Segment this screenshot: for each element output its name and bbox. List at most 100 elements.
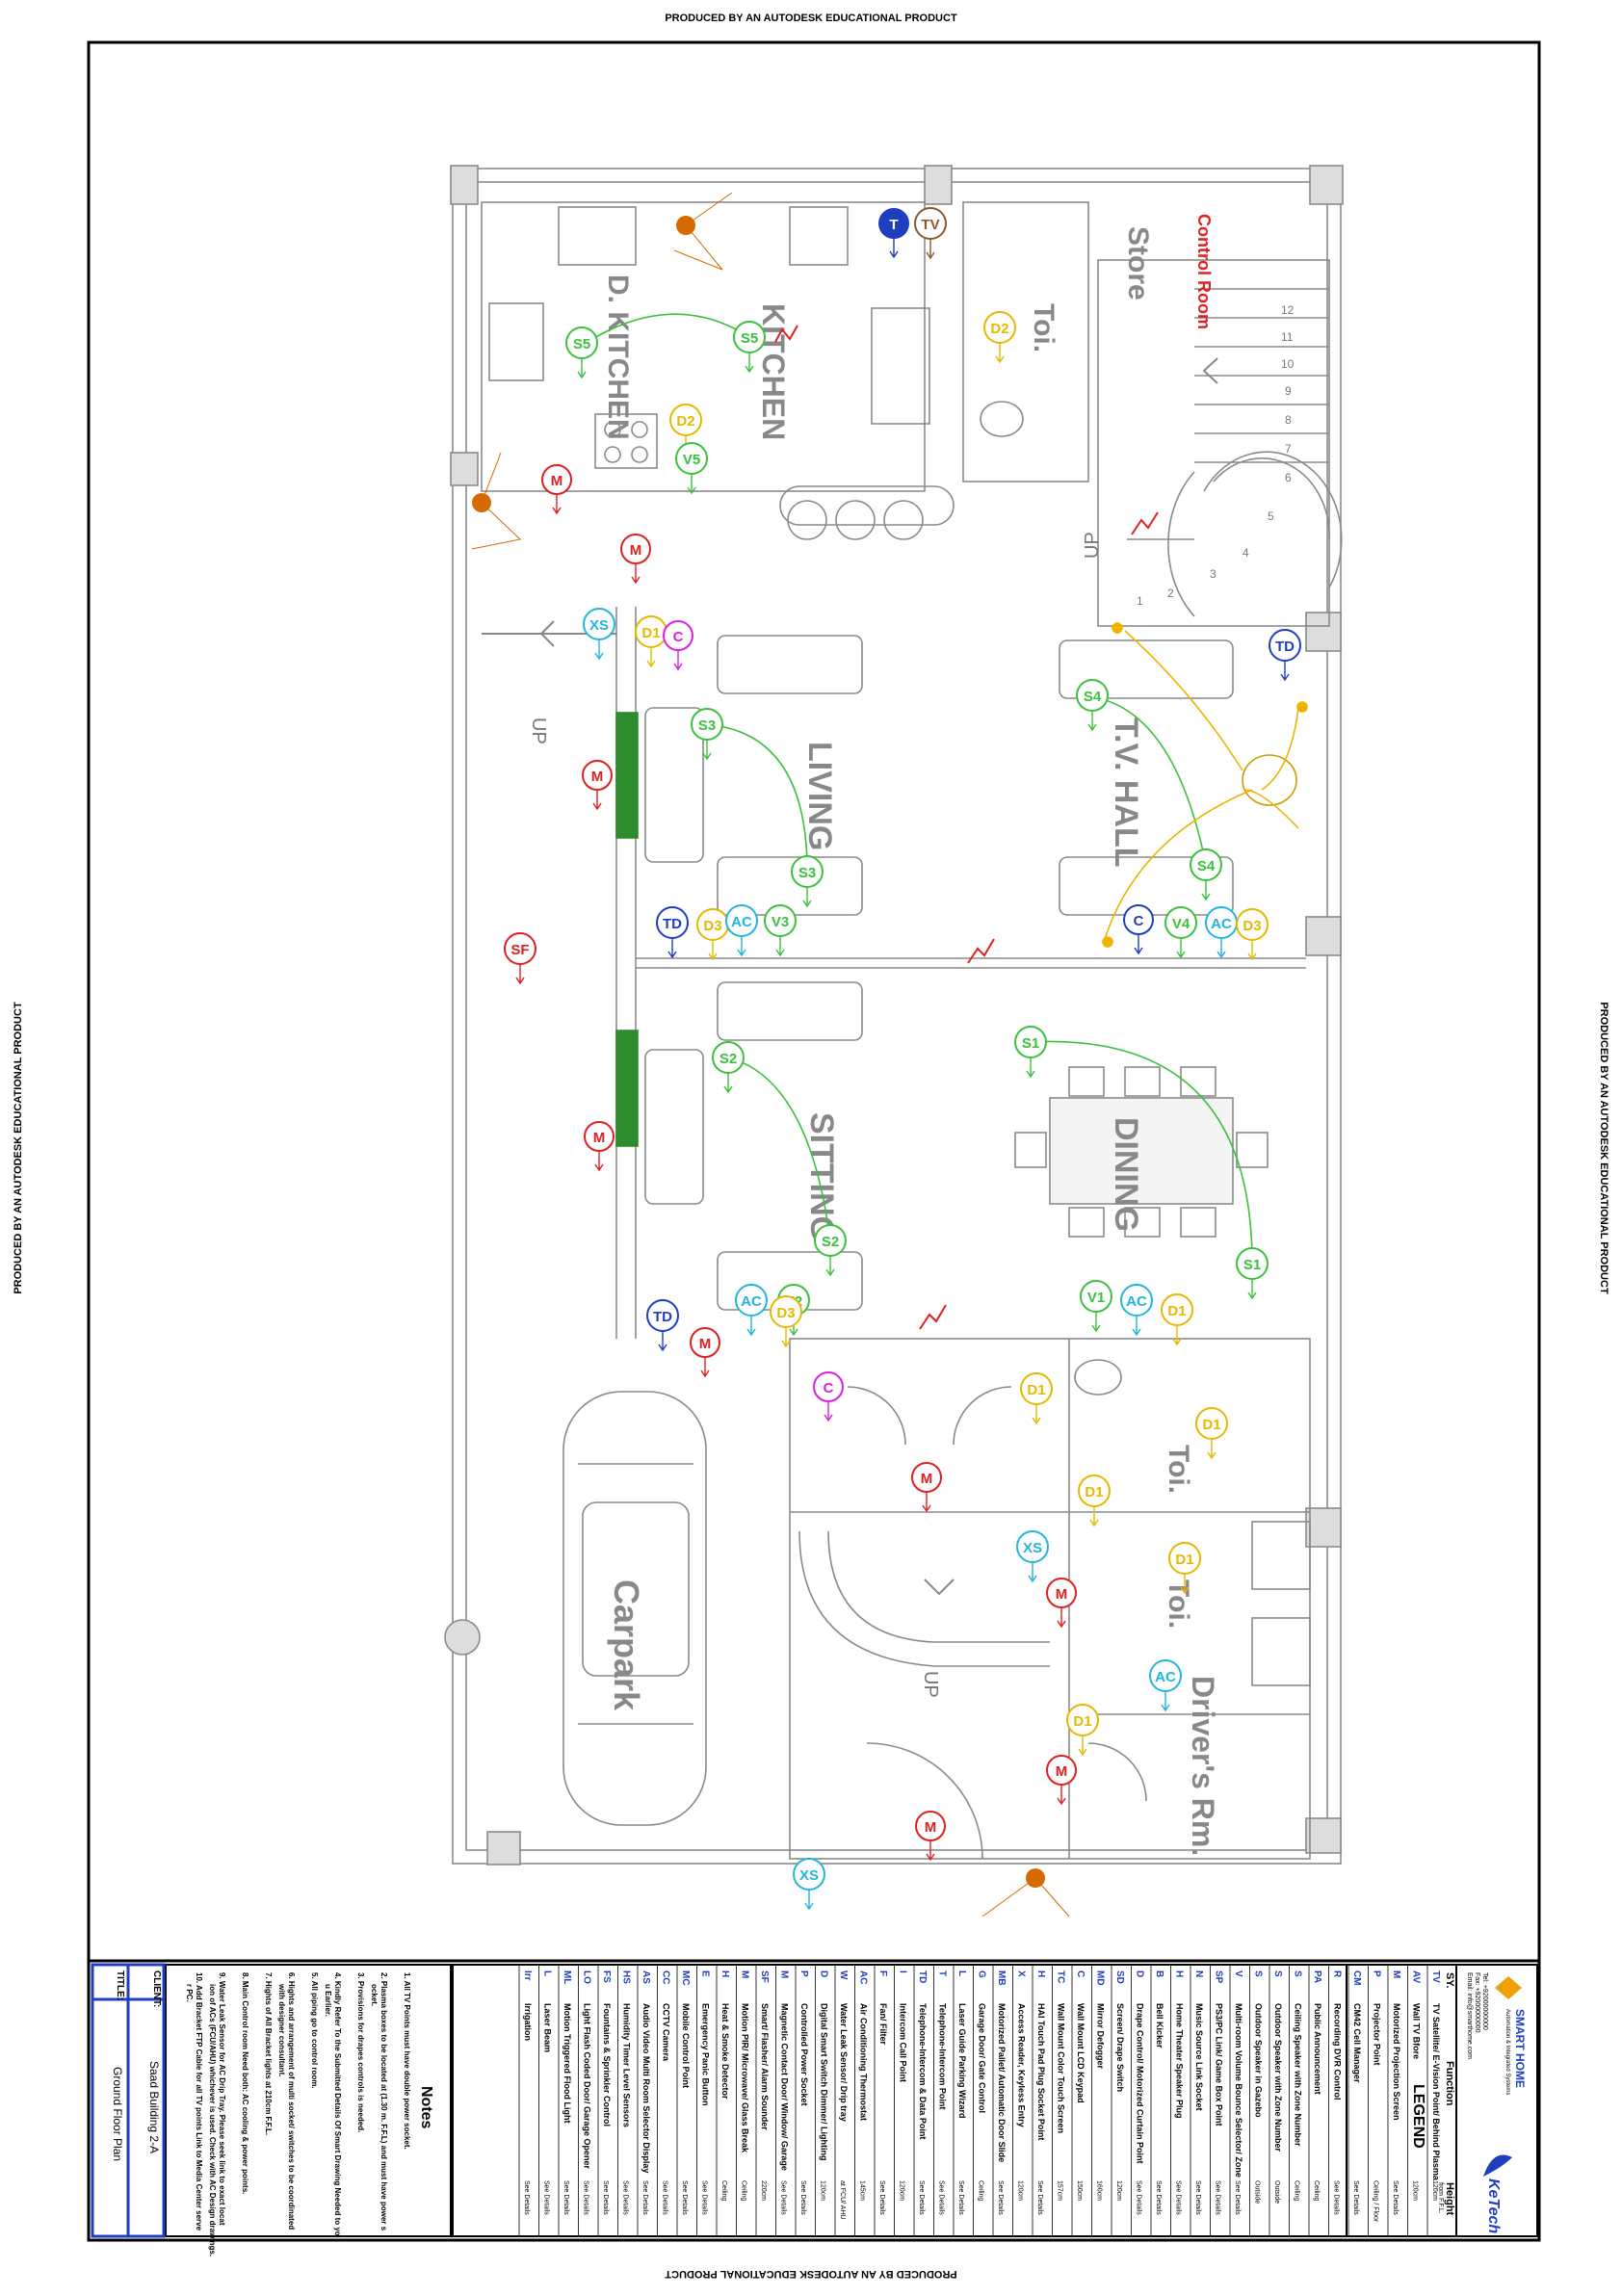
signal-arrow-icon (922, 1492, 931, 1513)
legend-symbol: I (898, 1970, 908, 1973)
legend-function: Garage Door/ Gate Control (978, 2003, 987, 2113)
signal-arrow-icon (1078, 1735, 1087, 1757)
control-symbol-s2: S2 (814, 1224, 847, 1277)
legend-symbol: T (937, 1970, 948, 1976)
legend-symbol: PA (1312, 1970, 1322, 1983)
legend-height: See Details (918, 2180, 925, 2215)
control-symbol-d1: D1 (1020, 1372, 1053, 1425)
signal-arrow-icon (1091, 1312, 1101, 1333)
control-symbol-label: AC (1126, 1293, 1147, 1310)
control-symbol-label: D3 (703, 918, 721, 934)
inner-wall-line (465, 181, 1328, 1851)
legend-symbol: X (1016, 1970, 1027, 1977)
company-block (1455, 1964, 1538, 2237)
drawing-frame (87, 40, 1541, 2242)
control-symbol-label: V4 (1172, 916, 1190, 932)
room-label-sitting: SITTING (803, 1112, 840, 1241)
legend-symbol: MB (996, 1970, 1007, 1986)
note-item: 3. Provisions for drapes controls is nee… (356, 1972, 365, 2132)
signal-arrow-icon (646, 647, 656, 668)
legend-function: CCTV Camera (662, 2003, 671, 2062)
legend-symbol: E (700, 1970, 711, 1977)
wash-basin (980, 401, 1024, 437)
legend-symbol: P (1372, 1970, 1382, 1977)
driveway-curve (798, 1530, 1050, 1667)
legend-function: Telephone-Intercom & Data Point (918, 2003, 928, 2139)
legend-symbol: F (877, 1970, 888, 1976)
legend-function: Wall Mount Color Touch Screen (1057, 2003, 1066, 2133)
legend-symbol: AC (858, 1970, 869, 1984)
chair (1124, 1207, 1161, 1238)
signal-arrow-icon (667, 938, 677, 959)
signal-arrow-icon (775, 936, 785, 957)
legend-symbol: AS (641, 1970, 651, 1984)
sofa (644, 1049, 704, 1205)
lower-rooms (789, 1338, 1311, 1860)
signal-arrow-icon (702, 740, 712, 761)
legend-function: Wall Mount LCD Keypad (1076, 2003, 1086, 2103)
planter (615, 712, 639, 839)
legend-height: See Details (622, 2180, 629, 2215)
wc (1251, 1521, 1311, 1590)
control-symbol-label: C (824, 1380, 834, 1396)
legend-function: Mirror Defogger (1096, 2003, 1106, 2070)
legend-symbol: CM (1351, 1970, 1362, 1986)
burner (631, 421, 648, 438)
signal-arrow-icon (1176, 938, 1186, 959)
control-symbol-d2: D2 (669, 404, 702, 457)
control-symbol-label: M (921, 1471, 933, 1487)
control-symbol-label: TV (921, 217, 939, 233)
control-symbol-v5: V5 (675, 442, 708, 495)
watermark-left: PRODUCED BY AN AUTODESK EDUCATIONAL PROD… (13, 1002, 24, 1294)
control-symbol-label: TD (1275, 639, 1295, 655)
legend-function: Drape Control/ Motorized Curtain Point (1136, 2003, 1145, 2164)
legend-symbol: M (740, 1970, 750, 1978)
control-symbol-m: M (1046, 1755, 1077, 1806)
signal-arrow-icon (1057, 1607, 1066, 1629)
note-item: 10. Add Bracket FTP Cable for all TV poi… (195, 1972, 203, 2231)
room-label-toilet: Toi. (1163, 1579, 1194, 1629)
control-symbol-label: V5 (683, 452, 700, 468)
legend-function: Light Flash Coded Door/ Garage Opener (583, 2003, 592, 2170)
legend-symbol: M (779, 1970, 790, 1978)
control-symbol-c: C (1123, 904, 1154, 955)
legend-height: See Details (1136, 2180, 1142, 2215)
fire-alarm-markers (774, 325, 1159, 1330)
control-symbol-d3: D3 (696, 908, 729, 961)
stove (594, 413, 658, 469)
legend-height: 220cm (760, 2180, 767, 2201)
up-arrows (482, 357, 1218, 1596)
control-symbol-m: M (915, 1811, 946, 1862)
room-label-tv-hall: T.V. HALL (1108, 718, 1144, 868)
control-symbol-label: D1 (1027, 1382, 1045, 1398)
control-symbol-label: D1 (1175, 1552, 1193, 1568)
legend-function: Magnetic Contact Door/ Window/ Garage (780, 2003, 790, 2171)
signal-arrow-icon (1032, 1404, 1041, 1425)
control-symbol-m: M (541, 464, 572, 515)
stair-well (1097, 259, 1330, 627)
legend-symbol: V (1233, 1970, 1243, 1977)
legend-symbol: ML (562, 1970, 572, 1984)
stair-number: 6 (1285, 471, 1292, 484)
burner (631, 446, 648, 463)
notes-block: 1. All TV Points must have double power … (165, 1964, 452, 2257)
legend-height: 120cm (820, 2180, 826, 2201)
drain (444, 1619, 481, 1656)
signal-arrow-icon (781, 1327, 791, 1348)
control-symbol-label: M (591, 769, 604, 785)
stool (787, 500, 827, 540)
legend-symbol: FS (601, 1970, 612, 1983)
control-symbol-xs: XS (1016, 1530, 1049, 1583)
control-symbol-label: D3 (1243, 918, 1261, 934)
legend-height: See Details (701, 2180, 708, 2215)
legend-height: Outside (1254, 2180, 1261, 2204)
legend-symbol: MC (680, 1970, 691, 1986)
column (486, 1831, 521, 1866)
legend-function: Intercom Call Point (899, 2003, 908, 2082)
exterior-light (471, 192, 1070, 1918)
legend-col-height: Height (1444, 2182, 1455, 2216)
control-symbol-label: C (673, 629, 684, 645)
chair (1014, 1132, 1047, 1168)
legend-height: See Details (1155, 2180, 1162, 2215)
legend-function: Fan/ Filter (878, 2003, 888, 2046)
